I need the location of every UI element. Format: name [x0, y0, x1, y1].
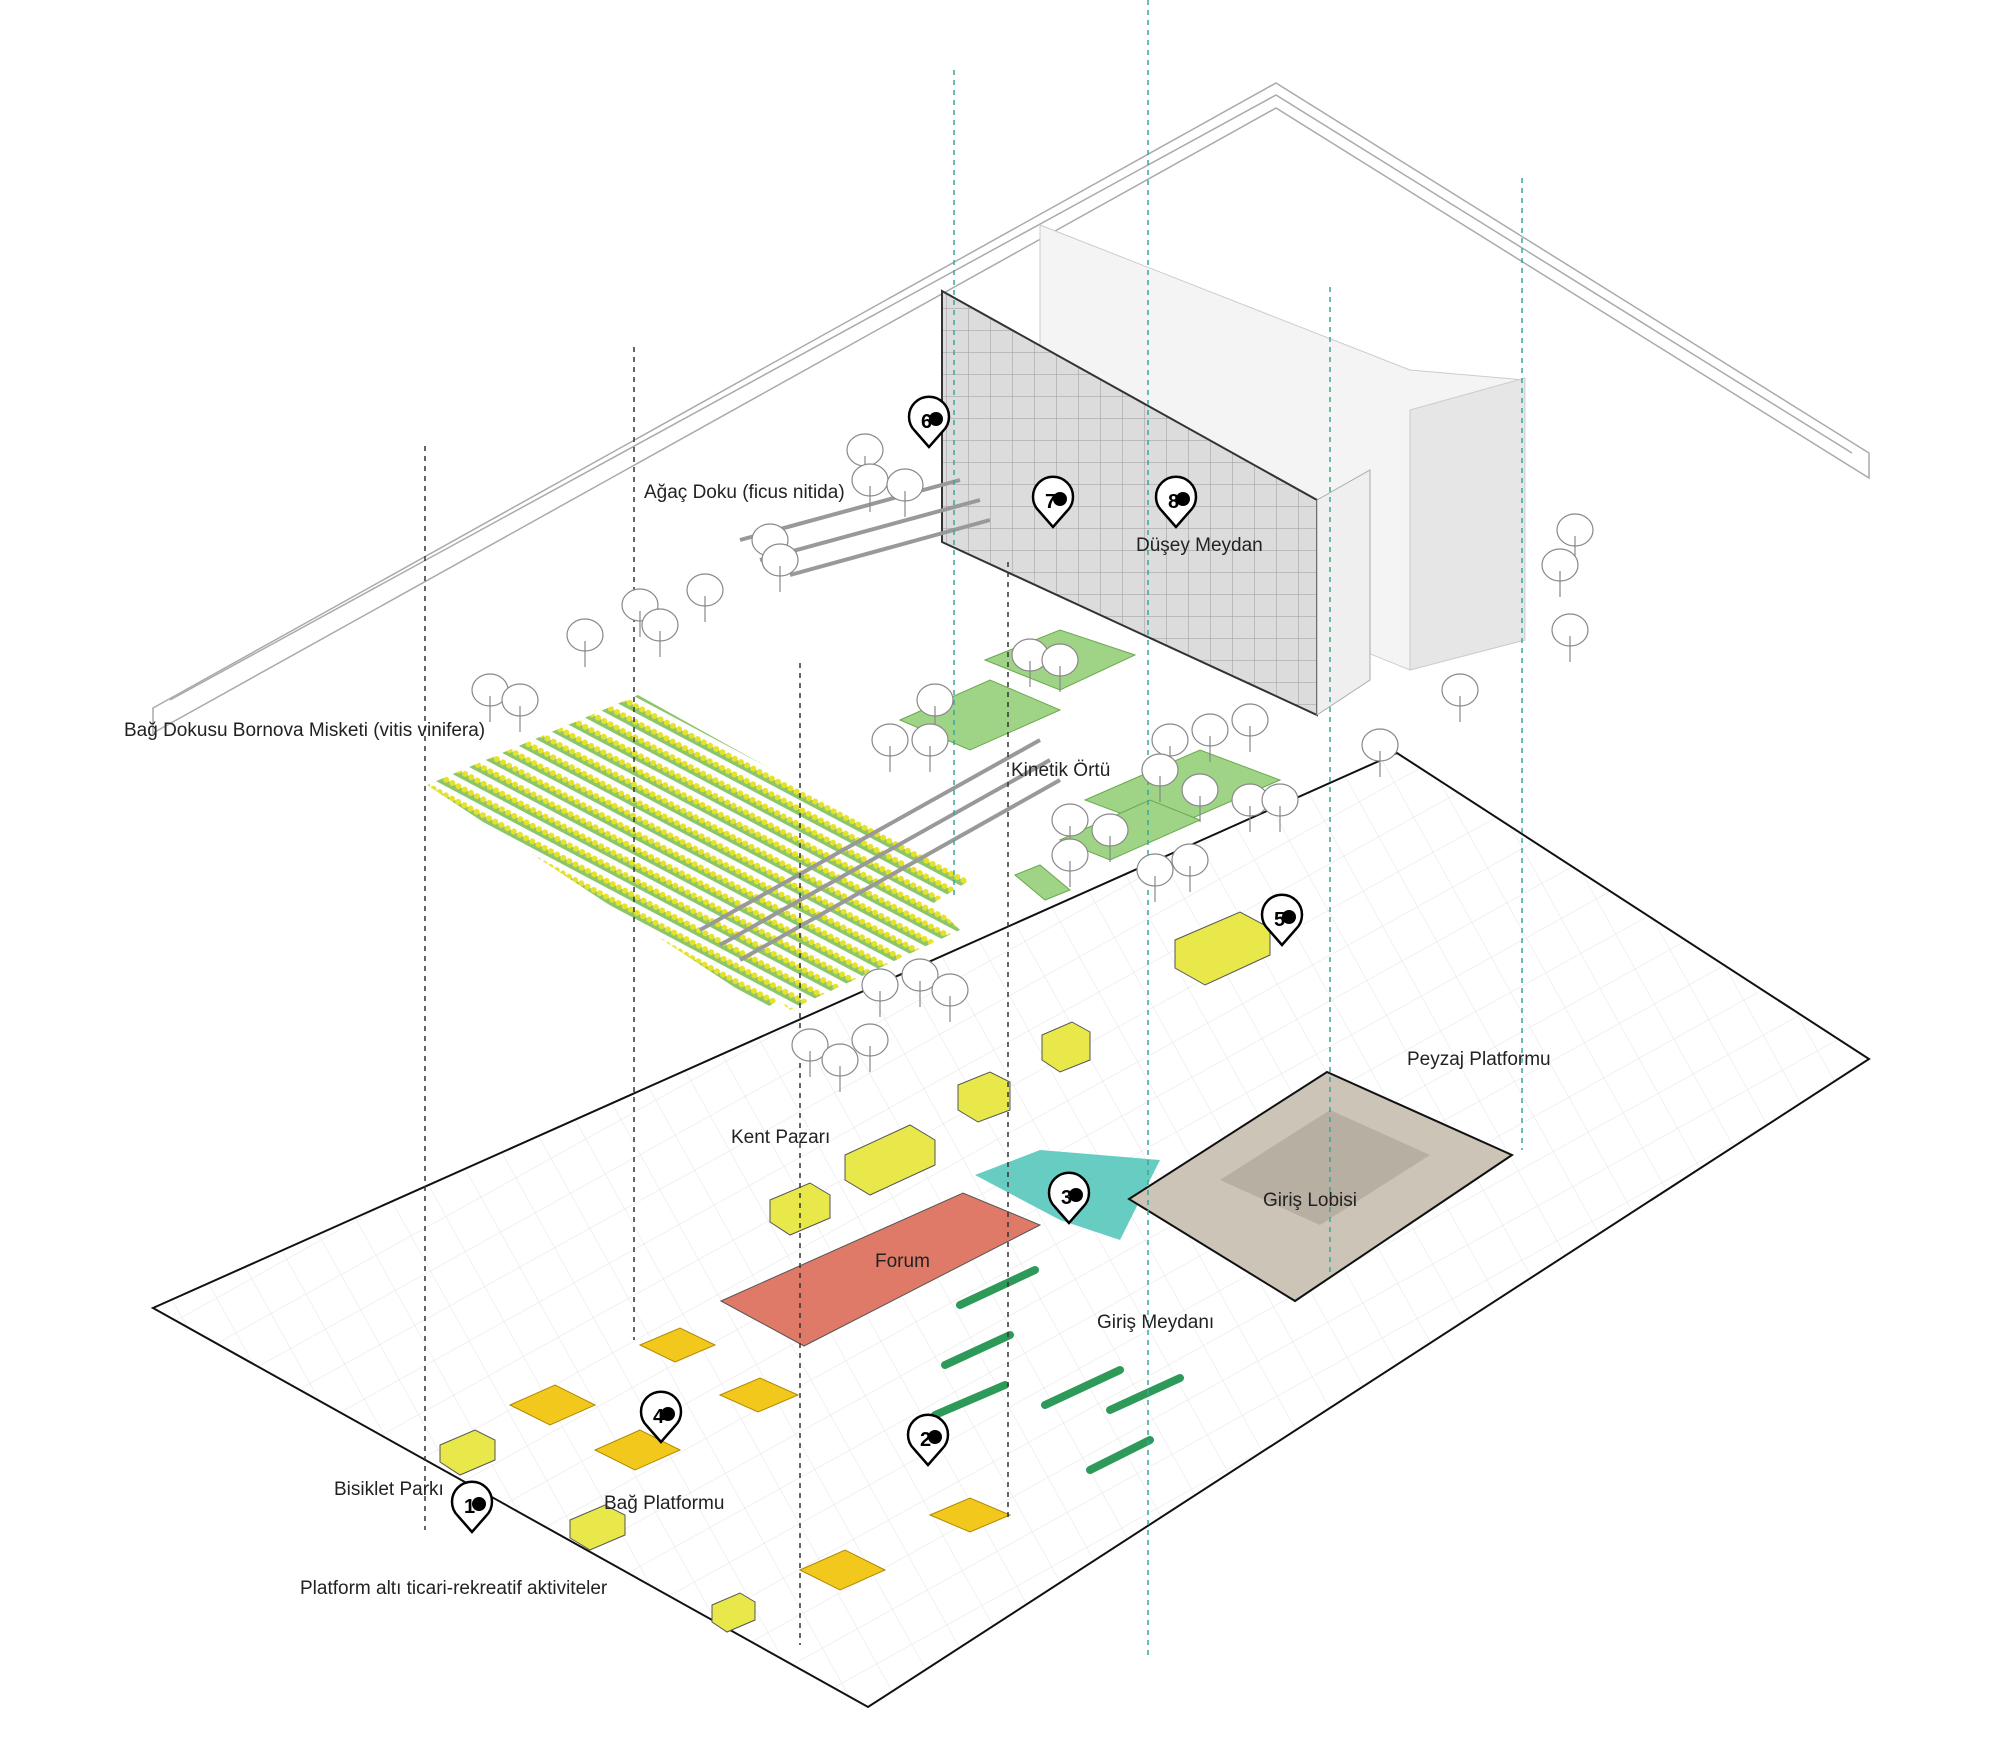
- tree-icon: [1361, 728, 1399, 777]
- marker-number: 6: [921, 411, 932, 433]
- label-bisiklet-parki: Bisiklet Parkı: [334, 1479, 444, 1500]
- marker-number: 5: [1274, 909, 1285, 931]
- tree-icon: [931, 973, 969, 1022]
- tree-icon: [686, 573, 724, 622]
- label-peyzaj-platformu: Peyzaj Platformu: [1407, 1049, 1551, 1070]
- marker-number: 4: [653, 1406, 665, 1428]
- tree-icon: [911, 723, 949, 772]
- marker-number: 8: [1168, 491, 1179, 513]
- lobby-courtyard: [1220, 1110, 1430, 1225]
- tree-icon: [1136, 853, 1174, 902]
- label-platform-alti: Platform altı ticari-rekreatif aktivitel…: [300, 1578, 608, 1599]
- label-forum: Forum: [875, 1251, 930, 1272]
- label-agac-doku: Ağaç Doku (ficus nitida): [644, 482, 845, 503]
- marker-1: 1: [450, 1480, 494, 1534]
- marker-4: 4: [639, 1390, 683, 1444]
- tree-icon: [1171, 843, 1209, 892]
- projection-lines: [424, 0, 1523, 1660]
- marker-number: 7: [1045, 491, 1056, 513]
- tree-icon: [1041, 643, 1079, 692]
- tree-icon: [566, 618, 604, 667]
- marker-2: 2: [906, 1413, 950, 1467]
- tree-icon: [1551, 613, 1589, 662]
- marker-number: 3: [1061, 1187, 1072, 1209]
- tree-icon: [1261, 783, 1299, 832]
- marker-8: 8: [1154, 475, 1198, 529]
- tree-icon: [1231, 783, 1269, 832]
- tree-icon: [1441, 673, 1479, 722]
- tree-icon: [901, 958, 939, 1007]
- upper-slab-outline: [152, 82, 1870, 735]
- tree-icon: [1181, 773, 1219, 822]
- tree-icon: [641, 608, 679, 657]
- tree-icon: [1541, 548, 1579, 597]
- marker-6: 6: [907, 395, 951, 449]
- market-kiosks: [439, 911, 1271, 1633]
- vineyard-texture-2: [720, 870, 960, 1010]
- tree-icon: [1191, 713, 1229, 762]
- tree-icon: [886, 468, 924, 517]
- label-giris-meydani: Giriş Meydanı: [1097, 1312, 1215, 1333]
- label-bag-dokusu: Bağ Dokusu Bornova Misketi (vitis vinife…: [124, 720, 486, 741]
- marker-number: 2: [920, 1429, 931, 1451]
- tree-icon: [1051, 838, 1089, 887]
- tree-icon: [791, 1028, 829, 1077]
- tree-icon: [501, 683, 539, 732]
- tree-icon: [761, 543, 799, 592]
- trees: [471, 433, 1594, 1092]
- tree-icon: [1231, 703, 1269, 752]
- marker-number: 1: [464, 1496, 475, 1518]
- tree-icon: [1091, 813, 1129, 862]
- label-dusey-meydan: Düşey Meydan: [1136, 535, 1263, 556]
- marker-3: 3: [1047, 1171, 1091, 1225]
- tree-icon: [851, 463, 889, 512]
- tree-icon: [871, 723, 909, 772]
- tree-icon: [861, 968, 899, 1017]
- label-giris-lobisi: Giriş Lobisi: [1263, 1190, 1357, 1211]
- label-kent-pazari: Kent Pazarı: [731, 1127, 831, 1148]
- label-kinetik-ortu: Kinetik Örtü: [1011, 760, 1111, 781]
- numbered-markers: 1 2 3 4 5 6 7 8: [450, 395, 1304, 1534]
- tree-icon: [821, 1043, 859, 1092]
- marker-7: 7: [1031, 475, 1075, 529]
- tree-icon: [851, 1023, 889, 1072]
- tree-icon: [1141, 753, 1179, 802]
- marker-5: 5: [1260, 893, 1304, 947]
- kinetic-cover: [699, 478, 1061, 962]
- label-bag-platformu: Bağ Platformu: [604, 1493, 725, 1514]
- benches: [931, 1266, 1184, 1474]
